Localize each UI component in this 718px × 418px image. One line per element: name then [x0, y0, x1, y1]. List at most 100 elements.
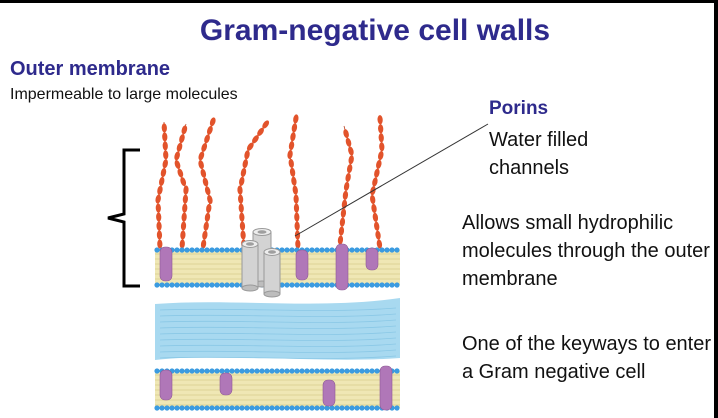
porin-body: [241, 243, 259, 289]
outer-lipid-head: [309, 247, 315, 253]
outer-lipid-head: [279, 282, 285, 288]
membrane-protein: [295, 249, 309, 281]
lps-sugar: [209, 117, 216, 127]
lps-sugar: [378, 133, 384, 143]
outer-lipid-head: [359, 247, 365, 253]
lps-sugar: [200, 239, 207, 249]
lps-sugar: [162, 141, 168, 151]
inner-lipid-head: [169, 405, 175, 411]
membrane-protein: [322, 379, 336, 407]
outer-lipid-head: [324, 247, 330, 253]
outer-lipid-head: [319, 282, 325, 288]
lps-sugar: [239, 212, 245, 222]
lps-sugar: [157, 239, 163, 249]
peptidoglycan-strand: [159, 319, 397, 323]
inner-lipid-head: [329, 368, 335, 374]
peptidoglycan-band: [155, 298, 400, 360]
outer-lipid-head: [194, 247, 200, 253]
lps-sugar: [240, 230, 246, 240]
inner-lipid-head: [239, 368, 245, 374]
outer-lipid-head: [319, 247, 325, 253]
porins-label: Porins: [489, 98, 549, 119]
outer-lipid-head: [379, 282, 385, 288]
porin-channels: [241, 228, 281, 298]
lps-sugar: [200, 168, 207, 178]
lps-sugar: [294, 221, 300, 231]
inner-lipid-head: [229, 405, 235, 411]
porin-body: [263, 251, 281, 295]
peptidoglycan-strand: [159, 307, 397, 311]
inner-lipid-head: [164, 405, 170, 411]
lps-sugar: [182, 203, 188, 213]
inner-lipid-head: [299, 405, 305, 411]
peptidoglycan-strand: [159, 343, 397, 347]
outer-lipid-head: [284, 247, 290, 253]
lps-sugar: [346, 164, 353, 174]
outer-lipid-head: [154, 247, 160, 253]
inner-lipid-head: [189, 405, 195, 411]
lps-sugar: [239, 176, 245, 186]
inner-lipid-head: [234, 405, 240, 411]
porin-base: [241, 284, 259, 292]
lps-sugar: [179, 134, 185, 144]
outer-lipid-head: [354, 282, 360, 288]
inner-lipid-head: [359, 368, 365, 374]
outer-lipid-head: [364, 282, 370, 288]
inner-lipid-head: [179, 405, 185, 411]
outer-lipid-head: [389, 282, 395, 288]
outer-lipid-head: [189, 247, 195, 253]
lps-sugar: [155, 203, 161, 213]
lps-sugar: [377, 115, 383, 125]
lps-sugar: [156, 221, 162, 231]
lps-sugar: [242, 159, 248, 169]
inner-lipid-head: [394, 368, 400, 374]
inner-lipid-head: [224, 368, 230, 374]
outer-lipid-head: [314, 282, 320, 288]
inner-lipid-head: [174, 405, 180, 411]
inner-lipid-head: [364, 368, 370, 374]
lps-sugar: [182, 194, 188, 204]
pointer-line: [294, 123, 489, 237]
lps-sugar: [157, 185, 163, 195]
inner-lipid-head: [249, 405, 255, 411]
lps-sugar: [290, 132, 296, 142]
inner-lipid-head: [329, 405, 335, 411]
lps-sugar: [206, 203, 212, 213]
outer-lipid-head: [284, 282, 290, 288]
inner-lipid-head: [269, 368, 275, 374]
lps-sugar: [238, 194, 244, 204]
inner-lipid-head: [244, 368, 250, 374]
peptidoglycan-strand: [159, 331, 397, 335]
peptidoglycan-layer: [155, 298, 400, 360]
lps-sugar: [198, 151, 205, 161]
lps-sugar: [179, 239, 185, 249]
outer-lipid-head: [329, 247, 335, 253]
inner-lipid-head: [254, 368, 260, 374]
lps-sugar: [342, 190, 349, 200]
inner-lipid-head: [239, 405, 245, 411]
inner-lipid-head: [304, 368, 310, 374]
inner-lipid-head: [274, 368, 280, 374]
lps-sugar: [340, 208, 347, 218]
membrane-protein: [159, 369, 173, 401]
outer-lipid-head: [349, 282, 355, 288]
outer-lipid-head: [154, 282, 160, 288]
inner-lipid-head: [324, 405, 330, 411]
slide-title: Gram-negative cell walls: [199, 14, 551, 47]
inner-lipid-head: [334, 405, 340, 411]
lps-sugar: [372, 177, 378, 187]
outer-lipid-head: [229, 282, 235, 288]
inner-lipid-head: [259, 368, 265, 374]
inner-lipid-head: [374, 368, 380, 374]
outer-lipid-head: [214, 282, 220, 288]
inner-lipid-head: [219, 368, 225, 374]
outer-lipid-head: [394, 247, 400, 253]
inner-membrane-bilayer: [154, 368, 400, 411]
lps-sugar: [295, 239, 301, 249]
porin-base: [263, 290, 281, 298]
inner-lipid-head: [279, 405, 285, 411]
lps-sugar: [337, 235, 344, 245]
inner-lipid-head: [279, 368, 285, 374]
inner-lipid-head: [344, 368, 350, 374]
outer-lipid-head: [229, 247, 235, 253]
